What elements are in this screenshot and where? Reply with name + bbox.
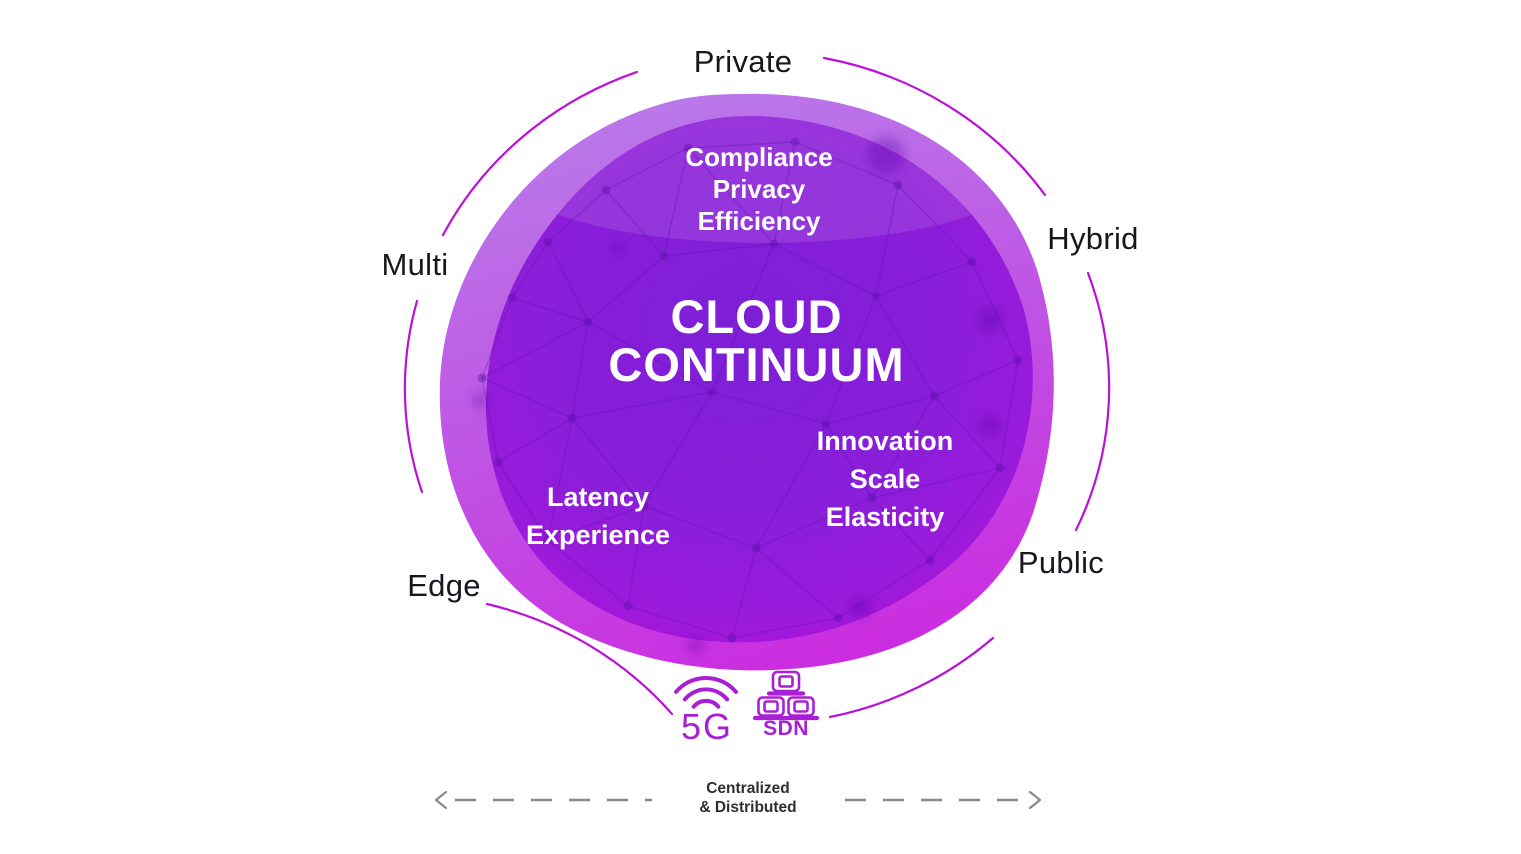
ring-arc-top-left: [441, 70, 639, 237]
cloud-blob: [439, 93, 1054, 671]
ring-arc-right: [1074, 271, 1111, 532]
mesh-spokes: [481, 141, 1019, 639]
axis-caption-line-2: & Distributed: [699, 799, 797, 816]
axis-caption-line-1: Centralized: [706, 780, 790, 797]
attribute-innovation: Innovation: [816, 426, 954, 456]
attribute-privacy: Privacy: [712, 174, 806, 204]
attributes-cluster-left: Latency Experience: [448, 478, 748, 554]
ring-arc-top-right: [822, 56, 1047, 197]
page-title: CLOUD CONTINUUM: [450, 293, 1063, 389]
ring-arc-left: [403, 299, 424, 494]
ring-arc-bottom-right: [828, 636, 995, 719]
distribution-axis-caption: Centralized & Distributed: [598, 779, 898, 817]
attributes-cluster-right: Innovation Scale Elasticity: [735, 422, 1035, 536]
ring-label-hybrid: Hybrid: [1047, 221, 1139, 256]
title-line-2: CONTINUUM: [608, 338, 905, 391]
mesh-soft-dots: [472, 136, 1003, 654]
right-arrow-chevron-icon: [1028, 790, 1042, 810]
distribution-axis: [434, 790, 1042, 810]
ring-label-edge: Edge: [407, 568, 481, 603]
attribute-latency: Latency: [546, 482, 650, 512]
wifi-signal-icon: [674, 675, 738, 709]
attribute-experience: Experience: [525, 520, 671, 550]
attributes-cluster-top: Compliance Privacy Efficiency: [609, 141, 909, 237]
attribute-scale: Scale: [849, 464, 921, 494]
orbit-ring: [403, 56, 1111, 719]
left-arrow-chevron-icon: [434, 790, 448, 810]
mesh-nodes: [477, 137, 1023, 643]
sdn-caption: SDN: [763, 717, 809, 740]
network-mesh-overlay: [472, 136, 1023, 654]
network-switch-icon: [752, 670, 820, 721]
attribute-elasticity: Elasticity: [825, 502, 945, 532]
mesh-outer-ring: [481, 141, 1019, 639]
ring-label-multi: Multi: [381, 247, 449, 282]
title-line-1: CLOUD: [670, 290, 843, 343]
ring-label-public: Public: [1017, 545, 1105, 580]
attribute-efficiency: Efficiency: [697, 206, 821, 236]
five-g-caption: 5G: [680, 706, 734, 747]
ring-label-private: Private: [693, 44, 793, 79]
attribute-compliance: Compliance: [685, 142, 833, 172]
ring-arc-bottom-left: [485, 602, 674, 716]
mesh-inner-ring: [571, 243, 935, 549]
